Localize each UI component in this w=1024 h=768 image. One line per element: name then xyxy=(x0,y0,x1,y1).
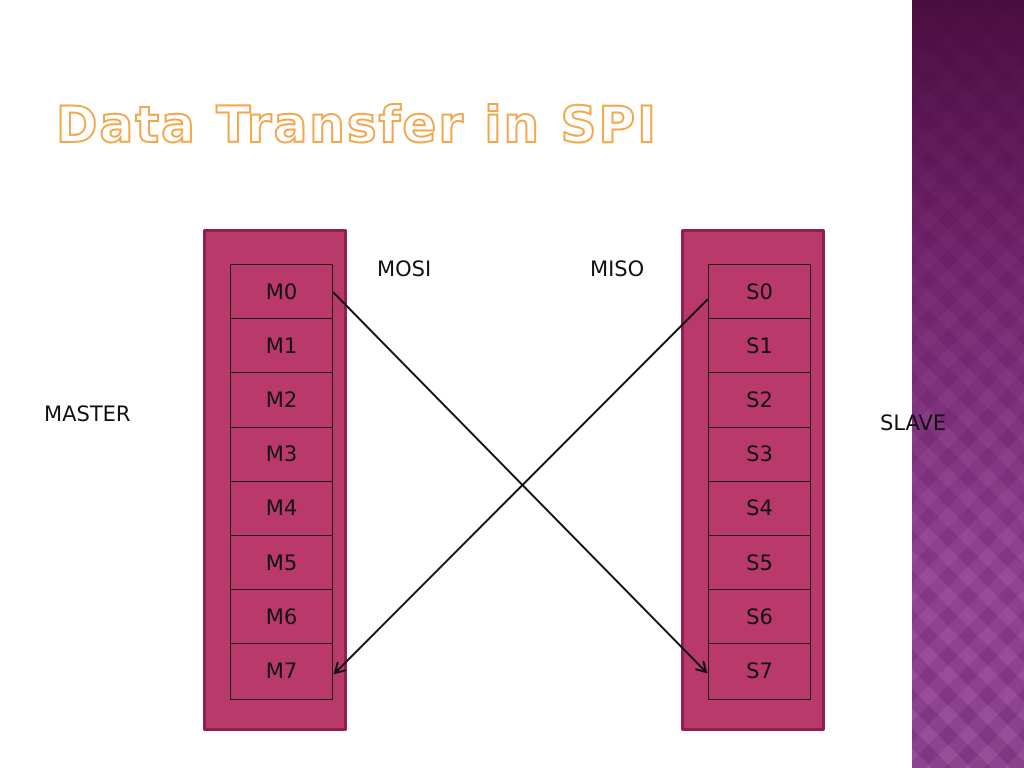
master-register-cell: M5 xyxy=(231,536,332,591)
master-register-cell: M7 xyxy=(265,659,298,684)
master-label: MASTER xyxy=(44,402,131,426)
mosi-label: MOSI xyxy=(377,257,432,281)
master-register-cell: M2 xyxy=(231,373,332,428)
slave-shift-register: S0 S1 S2 S3 S4 S5 S6 S7 xyxy=(708,264,811,700)
miso-arrow xyxy=(335,298,709,673)
slave-register-cell: S1 xyxy=(709,319,810,374)
master-register-cell: M4 xyxy=(231,482,332,536)
slave-register-cell: S0 xyxy=(709,265,810,320)
miso-label: MISO xyxy=(590,257,645,281)
slave-panel xyxy=(681,229,825,731)
slave-register-cell: S7 xyxy=(746,659,773,684)
slave-register-cell: S5 xyxy=(709,536,810,591)
master-panel xyxy=(203,229,347,731)
slave-register-cell: S4 xyxy=(709,482,810,536)
master-register-cell: M0 xyxy=(231,265,332,320)
decorative-side-band xyxy=(912,0,1024,768)
master-shift-register: M0 M1 M2 M3 M4 M5 M6 M7 xyxy=(230,264,333,700)
slave-register-cell: S2 xyxy=(709,373,810,428)
master-register-cell: M6 xyxy=(231,590,332,645)
slave-label: SLAVE xyxy=(880,411,947,435)
slave-register-cell: S3 xyxy=(709,428,810,482)
master-register-cell: M3 xyxy=(231,428,332,482)
mosi-arrow xyxy=(332,291,706,672)
master-register-cell: M1 xyxy=(231,319,332,374)
slide-title: Data Transfer in SPI xyxy=(55,96,658,154)
slave-register-cell: S6 xyxy=(709,590,810,645)
